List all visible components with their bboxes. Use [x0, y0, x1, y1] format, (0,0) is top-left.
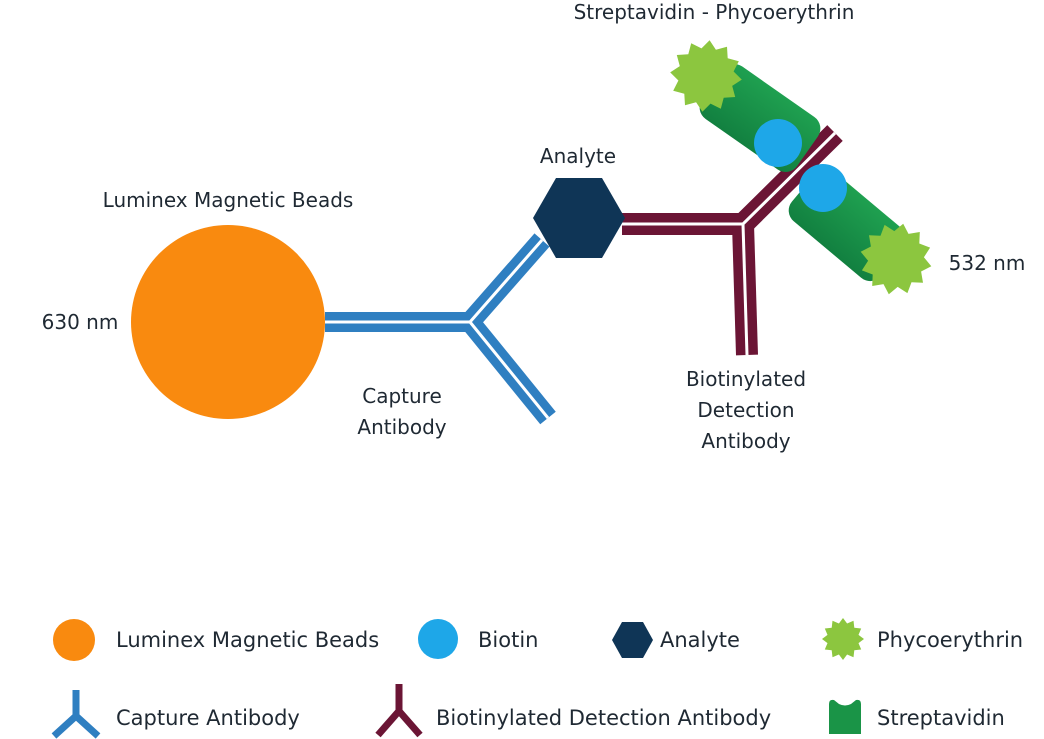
biotin-lower — [799, 164, 847, 212]
capture-antibody-highlight — [325, 239, 550, 419]
legend-phycoerythrin-label: Phycoerythrin — [877, 628, 1023, 652]
legend-biotin-swatch — [418, 619, 458, 659]
legend-detection-swatch — [375, 684, 423, 738]
phycoerythrin-lower — [860, 223, 932, 295]
legend-analyte-swatch — [612, 622, 653, 658]
label-analyte: Analyte — [540, 144, 616, 168]
magnetic-bead — [131, 225, 325, 419]
label-capture-line1: Capture — [362, 384, 442, 408]
label-detection-line2: Detection — [697, 398, 794, 422]
label-capture-line2: Antibody — [357, 415, 446, 439]
legend-analyte-label: Analyte — [660, 628, 740, 652]
analyte-hexagon — [533, 178, 625, 258]
label-detection-line3: Antibody — [701, 429, 790, 453]
legend-phycoerythrin-swatch — [822, 618, 864, 660]
label-streptavidin-phycoerythrin: Streptavidin - Phycoerythrin — [574, 0, 855, 24]
legend-bead-swatch — [53, 619, 95, 661]
legend-capture-swatch — [51, 690, 101, 739]
legend: Luminex Magnetic Beads Biotin Analyte Ph… — [51, 618, 1023, 739]
legend-biotin-label: Biotin — [478, 628, 538, 652]
legend-streptavidin-swatch — [829, 699, 861, 734]
biotin-upper — [754, 119, 802, 167]
legend-detection-label: Biotinylated Detection Antibody — [436, 706, 771, 730]
legend-beads-label: Luminex Magnetic Beads — [116, 628, 379, 652]
phycoerythrin-upper — [670, 40, 742, 112]
label-bead-wavelength: 630 nm — [42, 310, 119, 334]
legend-capture-label: Capture Antibody — [116, 706, 300, 730]
label-magnetic-beads: Luminex Magnetic Beads — [103, 188, 354, 212]
label-detection-line1: Biotinylated — [686, 367, 806, 391]
label-pe-wavelength: 532 nm — [949, 251, 1026, 275]
legend-streptavidin-label: Streptavidin — [877, 706, 1005, 730]
detection-antibody-highlight — [622, 131, 837, 356]
